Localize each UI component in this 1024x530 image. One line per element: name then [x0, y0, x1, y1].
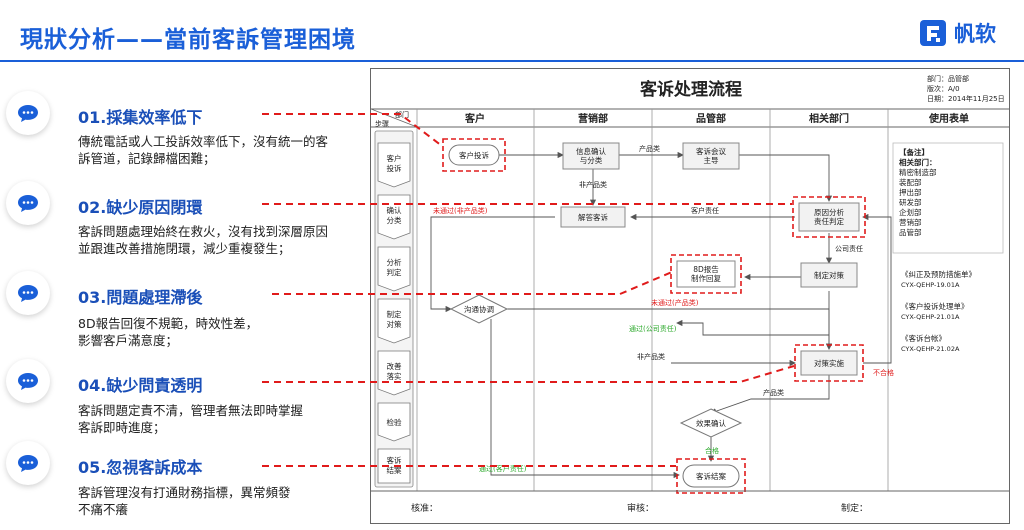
issue-2-desc-line: 客訴問題處理始終在救火，沒有找到深層原因: [78, 224, 329, 239]
highlight-close: [676, 458, 746, 494]
notes-dept: 品管部: [899, 227, 922, 237]
issue-2-desc-line: 並跟進改善措施閉環，減少重複發生；: [78, 241, 291, 256]
notes-dept: 装配部: [899, 177, 922, 187]
label-customer-resp: 客户责任: [691, 206, 719, 215]
issue-4-chat-icon: [6, 359, 50, 403]
title-underline: [0, 60, 1024, 62]
label-non-product: 非产品类: [579, 180, 607, 189]
node-complaint: 客户投诉: [459, 150, 489, 160]
flow-title: 客诉处理流程: [639, 79, 742, 100]
corner-top-label: 部门: [395, 110, 409, 119]
label-pass-company: 通过(公司责任): [629, 324, 677, 333]
issue-2-chat-icon: [6, 181, 50, 225]
flow-meta-version: 版次：A/0: [927, 84, 960, 93]
node-analysis: 原因分析责任判定: [814, 207, 844, 226]
step-6-label: 检验: [387, 417, 402, 427]
node-negotiate: 沟通协调: [464, 304, 494, 314]
brand-logo: 帆软: [918, 18, 996, 48]
step-1-label: 客户投诉: [387, 153, 402, 173]
issue-3-chat-icon: [6, 271, 50, 315]
issue-4-desc-line: 客訴即時進度；: [78, 420, 166, 435]
flowchart-svg: 客诉处理流程 部门：品管部 版次：A/0 日期：2014年11月25日 部门 步…: [371, 74, 1009, 514]
col-header-forms: 使用表单: [928, 112, 969, 125]
label-fail-product: 未通过(产品类): [651, 298, 699, 307]
label-pass-customer: 通过(客户责任): [479, 464, 527, 473]
issue-3-desc-line: 8D報告回復不規範，時效性差，: [78, 316, 259, 331]
col-header-marketing: 营销部: [578, 112, 608, 125]
label-company-resp: 公司责任: [835, 244, 863, 253]
issue-2-desc: 客訴問題處理始終在救火，沒有找到深層原因 並跟進改善措施閉環，減少重複發生；: [78, 223, 358, 257]
notes-panel: 【备注】 相关部门： 精密制造部 装配部 押出部 研发部 企划部 营销部 品管部…: [892, 142, 1004, 353]
footer-review: 审核：: [627, 502, 654, 514]
footer-approve: 核准：: [411, 502, 438, 514]
node-meeting: 客诉会议主导: [696, 146, 726, 165]
issue-1-desc-line: 傳統電話或人工投訴效率低下，沒有統一的客: [78, 134, 329, 149]
notes-dept: 营销部: [899, 217, 922, 227]
footer-prepare: 制定：: [841, 502, 868, 514]
node-verify: 效果确认: [696, 418, 726, 428]
issue-3-desc-line: 影響客戶滿意度；: [78, 333, 179, 348]
col-header-related: 相关部门: [809, 112, 849, 125]
node-confirm: 信息确认与分类: [576, 146, 606, 165]
issue-5-desc-line: 客訴管理沒有打通財務指標，異常頻發: [78, 485, 291, 500]
node-implement: 对策实施: [814, 358, 844, 368]
page-title: 現狀分析——當前客訴管理困境: [20, 27, 356, 53]
step-column: 客户投诉 确认分类 分析判定 制定对策 改善落实 检验 客诉结案: [374, 130, 414, 488]
issue-5-desc: 客訴管理沒有打通財務指標，異常頻發 不痛不癢: [78, 484, 358, 518]
issue-1-desc-line: 訴管道，記錄歸檔困難；: [78, 151, 216, 166]
col-header-customer: 客户: [464, 112, 485, 125]
node-close: 客诉结案: [696, 471, 726, 481]
highlight-analysis: [792, 196, 866, 238]
node-plan: 制定对策: [814, 270, 844, 280]
step-2-label: 确认分类: [387, 205, 402, 225]
issue-1-desc: 傳統電話或人工投訴效率低下，沒有統一的客 訴管道，記錄歸檔困難；: [78, 133, 358, 167]
issue-5-desc-line: 不痛不癢: [78, 502, 129, 517]
label-fail-non-product: 未通过(非产品类): [433, 206, 488, 215]
issue-3-title: 03.問題處理滯後: [78, 288, 203, 307]
form-code: CYX-QEHP-21.01A: [901, 313, 960, 321]
issue-1-chat-icon: [6, 91, 50, 135]
notes-dept: 押出部: [899, 187, 922, 197]
form-code: CYX-QEHP-21.02A: [901, 345, 960, 353]
form-name: 《客诉台帐》: [901, 333, 946, 343]
label-qualified: 合格: [705, 446, 719, 455]
issue-5-chat-icon: [6, 441, 50, 485]
highlight-implement: [794, 344, 864, 382]
issue-4-desc: 客訴問題定責不清，管理者無法即時掌握 客訴即時進度；: [78, 402, 358, 436]
label-product: 产品类: [639, 144, 660, 153]
form-name: 《客户投诉处理单》: [901, 301, 969, 311]
logo-text: 帆软: [954, 22, 996, 46]
issue-2-title: 02.缺少原因閉環: [78, 198, 203, 217]
flow-meta-date: 日期：2014年11月25日: [927, 94, 1005, 103]
issue-4-title: 04.缺少問責透明: [78, 376, 203, 395]
step-4-label: 制定对策: [387, 309, 402, 329]
step-7-label: 客诉结案: [387, 455, 402, 475]
fanruan-logo-icon: [920, 20, 946, 46]
node-reply: 解答客诉: [578, 212, 608, 222]
col-header-quality: 品管部: [696, 112, 726, 125]
form-name: 《纠正及预防措施单》: [901, 269, 976, 279]
corner-bottom-label: 步骤: [375, 119, 389, 128]
notes-head: 【备注】: [899, 147, 929, 157]
notes-dept: 研发部: [899, 197, 922, 207]
node-8d-report: 8D报告制作回复: [691, 264, 721, 283]
highlight-complaint: [442, 138, 506, 172]
flow-meta-dept: 部门：品管部: [927, 74, 969, 83]
label-unqualified: 不合格: [873, 368, 894, 377]
form-code: CYX-QEHP-19.01A: [901, 281, 960, 289]
label-non-product-2: 非产品类: [637, 352, 665, 361]
issue-5-title: 05.忽視客訴成本: [78, 458, 203, 477]
issue-3-desc: 8D報告回復不規範，時效性差， 影響客戶滿意度；: [78, 315, 358, 349]
flowchart-panel: 客诉处理流程 部门：品管部 版次：A/0 日期：2014年11月25日 部门 步…: [370, 68, 1010, 524]
issue-1-title: 01.採集效率低下: [78, 108, 203, 127]
notes-dept: 精密制造部: [899, 167, 937, 177]
issue-4-desc-line: 客訴問題定責不清，管理者無法即時掌握: [78, 403, 304, 418]
label-product-2: 产品类: [763, 388, 784, 397]
notes-dept: 企划部: [899, 207, 922, 217]
notes-sub: 相关部门：: [899, 157, 937, 167]
